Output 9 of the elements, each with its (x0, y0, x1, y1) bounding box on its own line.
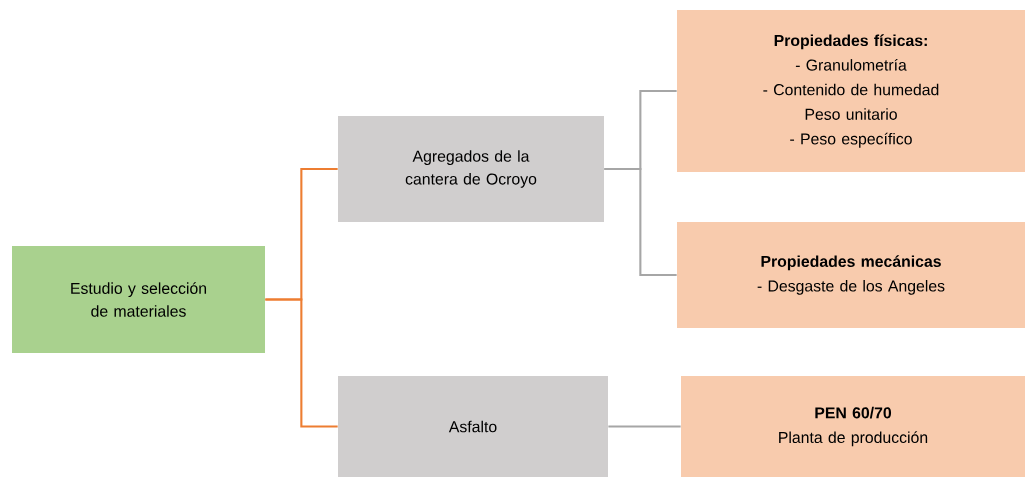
connector-line (608, 425, 681, 428)
property-box: Propiedades mecánicas - Desgaste de los Angeles (677, 222, 1025, 328)
process-box: Asfalto (338, 376, 608, 477)
property-box: PEN 60/70 Planta de producción (681, 376, 1025, 477)
property-box: Propiedades físicas: - Granulometría - Contenido de humedad Peso unitario - Peso específico (677, 10, 1025, 172)
process-box: Agregados de la cantera de Ocroyo (338, 116, 604, 222)
connector-line (265, 298, 338, 428)
process-box: Estudio y selección de materiales (12, 246, 265, 353)
connector-line (604, 167, 677, 277)
